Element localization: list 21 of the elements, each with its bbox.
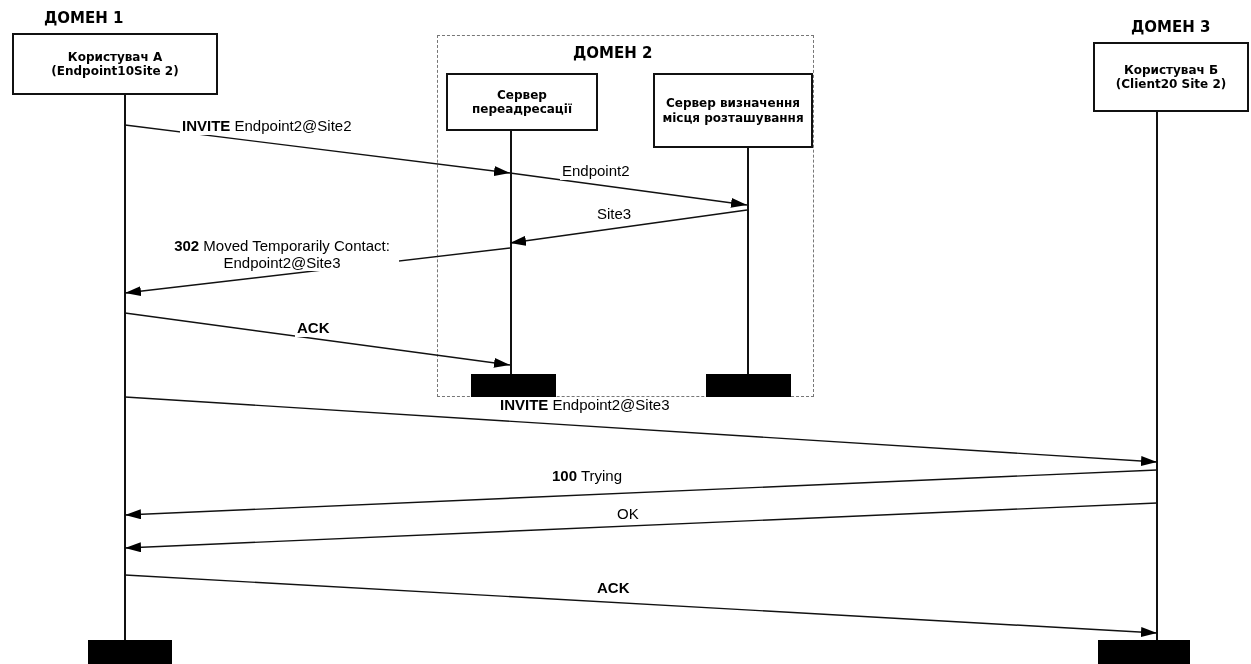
edge-label: 100 Trying	[550, 468, 625, 485]
message-arrow	[124, 574, 1158, 638]
participant-box: Користувач А (Endpoint10Site 2)	[12, 33, 218, 95]
participant-box: Сервер переадресації	[446, 73, 598, 131]
domain-frame	[437, 35, 814, 397]
domain-heading: ДОМЕН 2	[573, 44, 653, 62]
message-arrow	[124, 124, 511, 176]
message-arrow	[124, 396, 1158, 466]
message-arrow	[509, 172, 748, 208]
message-arrow	[124, 502, 1158, 553]
edge-label: INVITE Endpoint2@Site2	[180, 118, 354, 135]
edge-label: ACK	[295, 320, 332, 337]
message-arrow	[124, 312, 511, 368]
domain-heading: ДОМЕН 3	[1131, 18, 1211, 36]
participant-box: Користувач Б (Client20 Site 2)	[1093, 42, 1249, 112]
domain-heading: ДОМЕН 1	[44, 9, 124, 27]
participant-box: Сервер визначення місця розташування	[653, 73, 813, 148]
message-arrow	[124, 469, 1158, 520]
edge-label: INVITE Endpoint2@Site3	[498, 397, 672, 414]
edge-label: Endpoint2	[560, 163, 632, 180]
message-arrow	[509, 209, 748, 246]
